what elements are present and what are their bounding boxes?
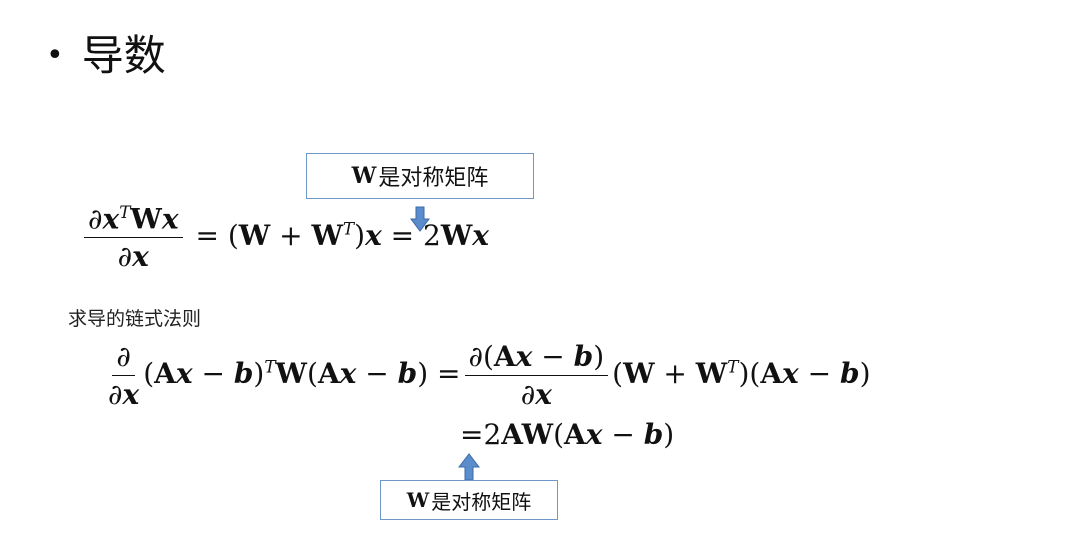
slide-title: • 导数	[46, 26, 166, 86]
title-text: 导数	[81, 31, 166, 80]
eq2-partial-fraction: ∂ ∂x	[108, 340, 140, 411]
eq1-fraction: ∂xTWx ∂x	[84, 202, 183, 273]
note-top-text: 是对称矩阵	[378, 166, 489, 191]
chain-rule-label: 求导的链式法则	[68, 308, 202, 330]
note-bottom-bold: W	[406, 488, 430, 512]
note-top-bold: W	[351, 163, 377, 189]
arrow-down-icon	[410, 206, 430, 232]
eq2-rhs-fraction: ∂(Ax − b) ∂x	[464, 340, 609, 411]
equation-1: ∂xTWx ∂x = (W + WT)x = 2Wx	[80, 202, 489, 273]
note-bottom-text: 是对称矩阵	[431, 489, 532, 514]
bullet: •	[46, 38, 64, 73]
arrow-up-icon	[458, 453, 480, 481]
equation-3: =2AW(Ax − b)	[460, 418, 675, 451]
equation-2: ∂ ∂x (Ax − b)TW(Ax − b) = ∂(Ax − b) ∂x (…	[108, 340, 871, 411]
